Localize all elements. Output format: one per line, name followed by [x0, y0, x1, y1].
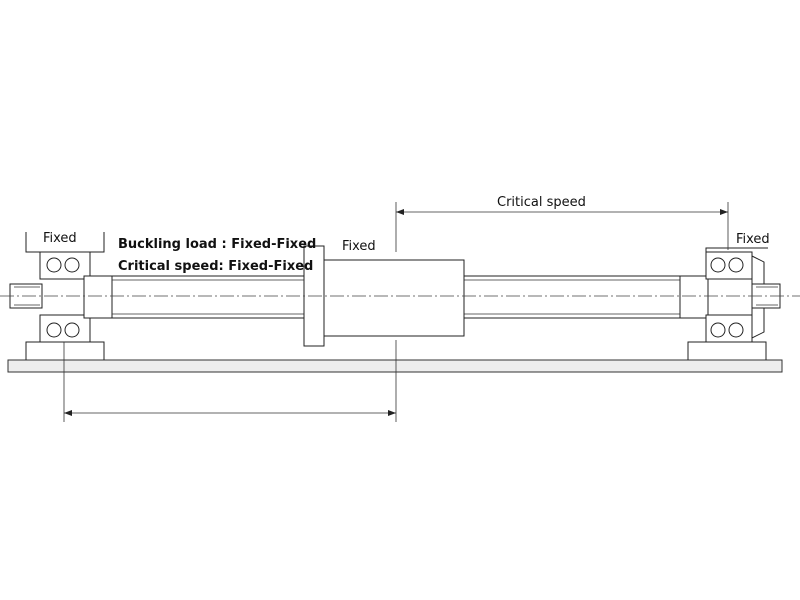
buckling-load-label: Buckling load : Fixed-Fixed: [118, 237, 316, 252]
critical-speed-left-label: Critical speed: Fixed-Fixed: [118, 259, 313, 274]
left-fixed-support: [25, 232, 113, 360]
ball-nut: [303, 245, 465, 347]
fixed-left-label: Fixed: [43, 231, 77, 246]
buckling-load-dimension: [63, 340, 397, 422]
fixed-nut-label: Fixed: [342, 239, 376, 254]
base-plate: [7, 359, 783, 373]
critical-speed-top-label: Critical speed: [497, 195, 586, 210]
critical-speed-dimension: [395, 202, 729, 252]
fixed-right-label: Fixed: [736, 232, 770, 247]
